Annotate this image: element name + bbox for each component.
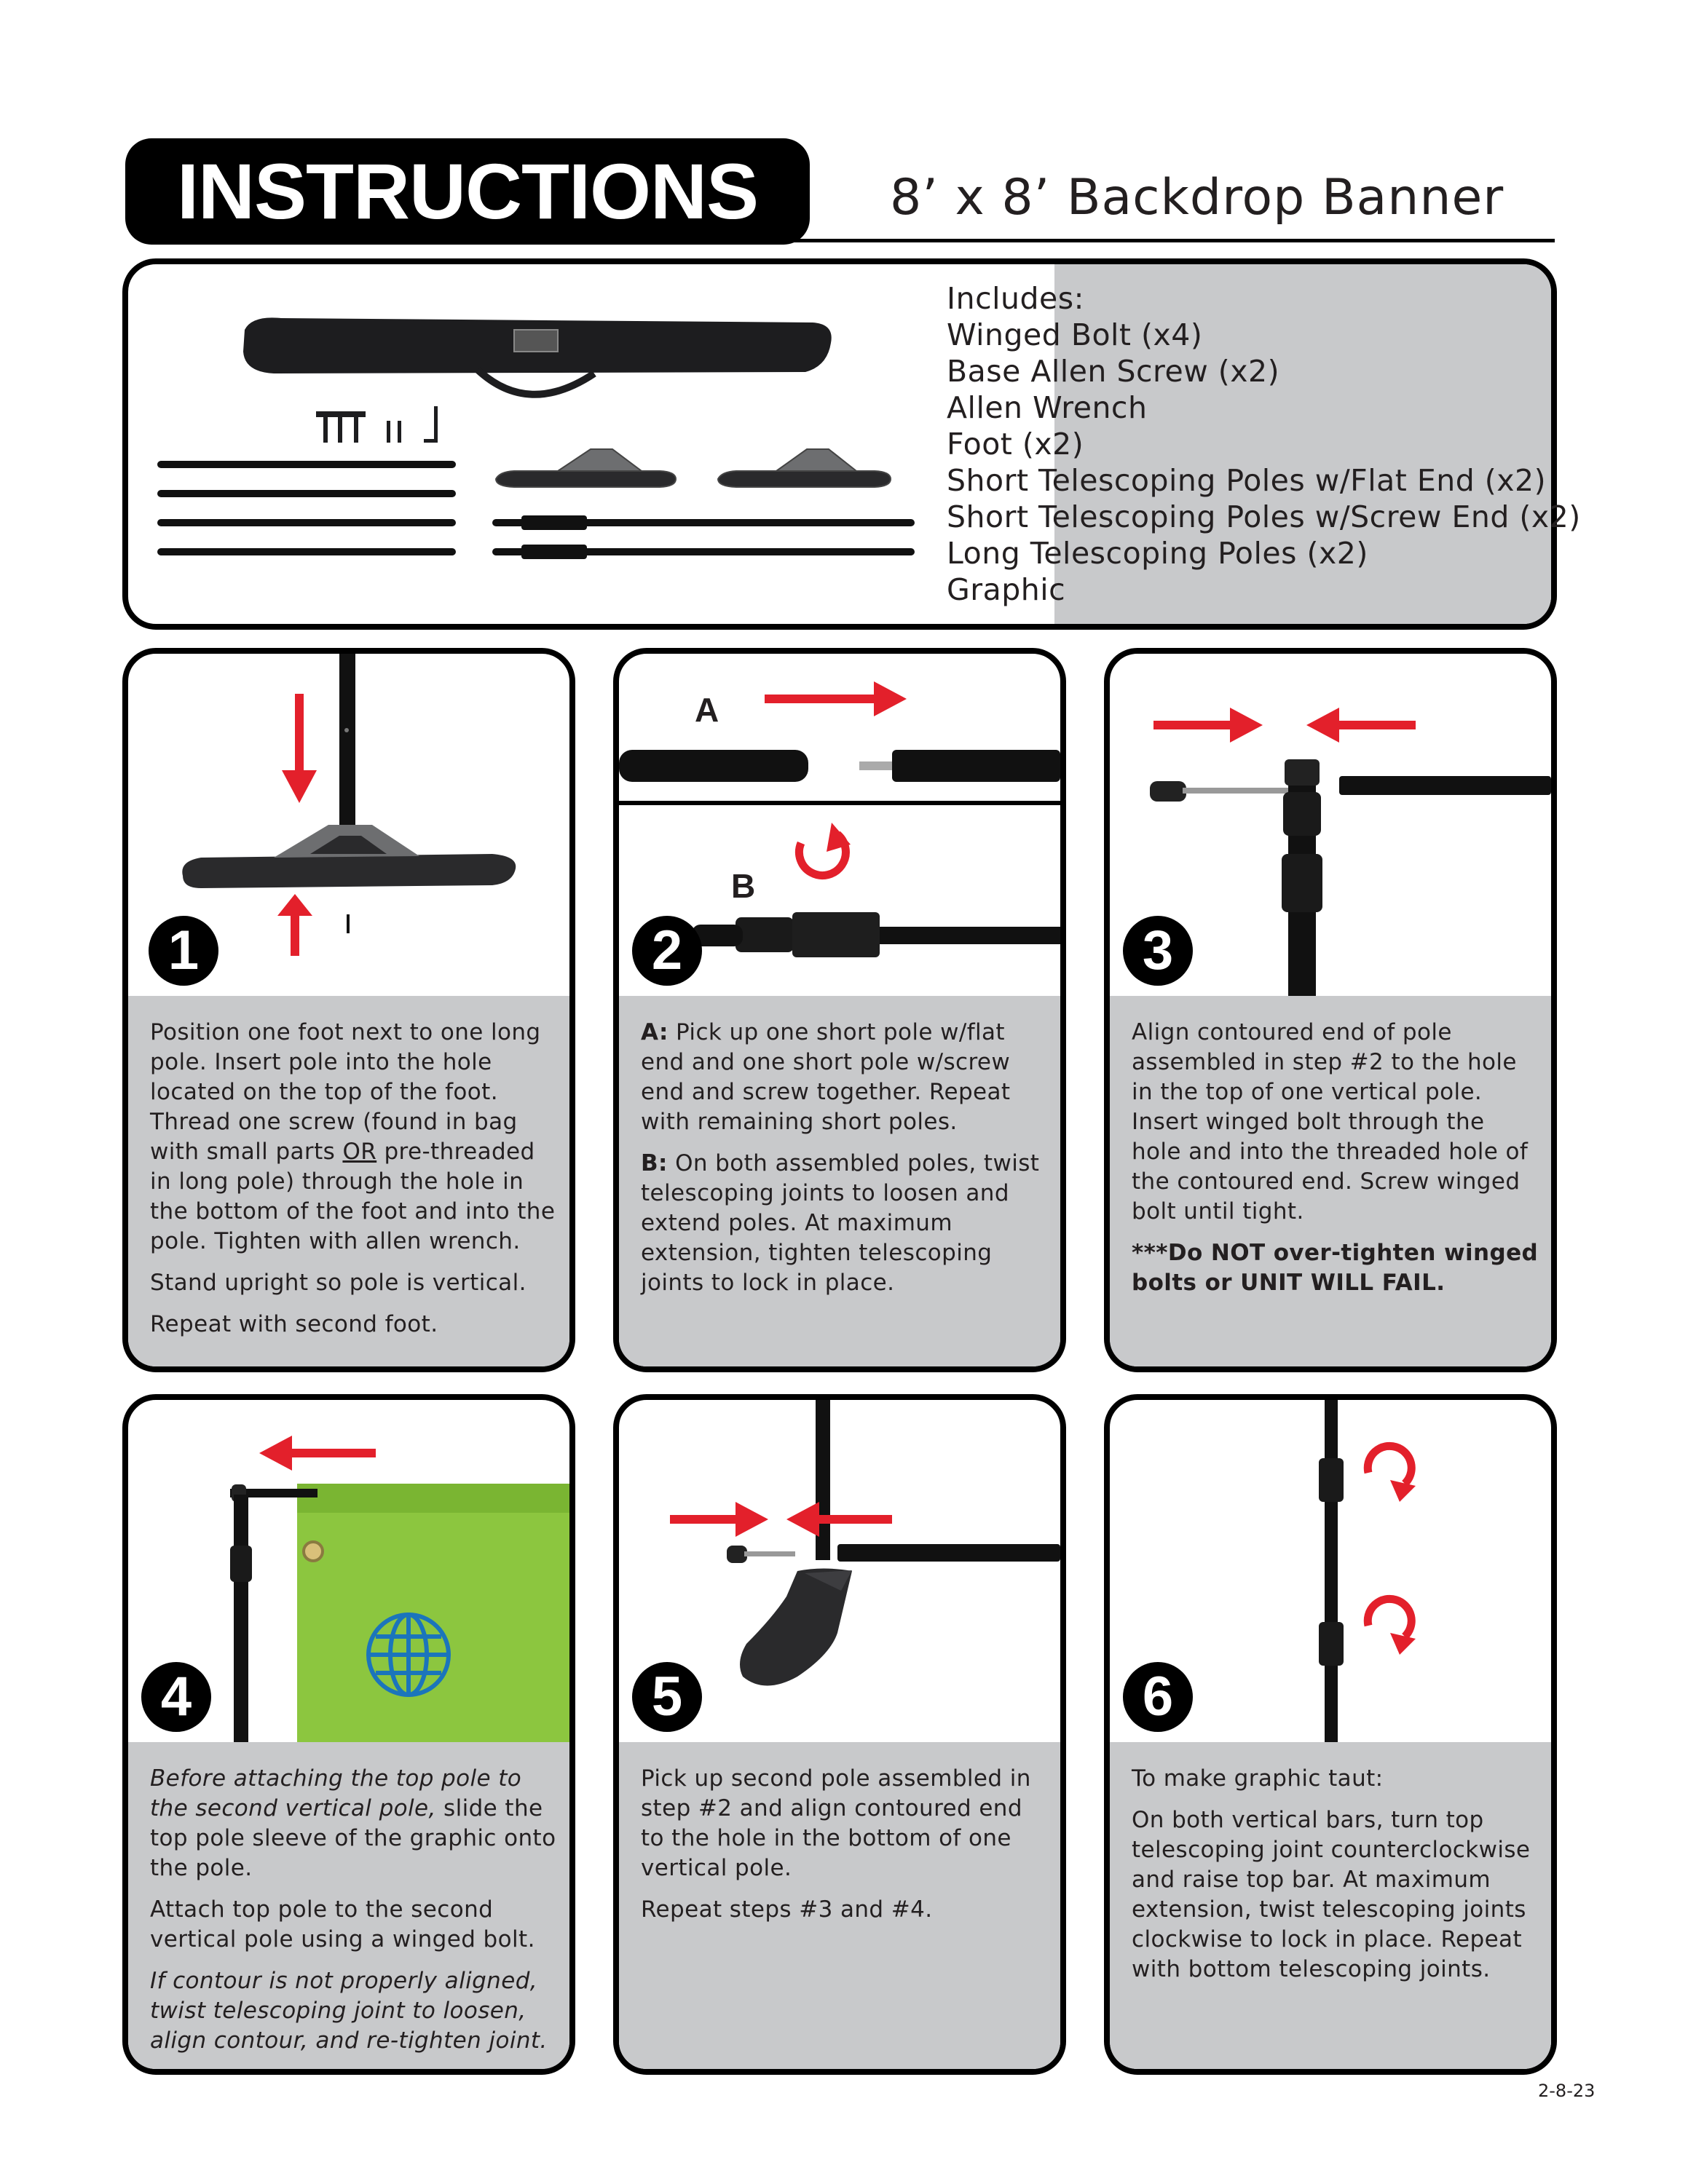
step-2-label-a: A xyxy=(695,691,719,729)
page-title: INSTRUCTIONS xyxy=(177,147,759,235)
step-3-illustration xyxy=(1150,708,1551,996)
includes-item: Long Telescoping Poles (x2) xyxy=(947,536,1368,571)
step-5-paragraph: Pick up second pole assembled in step #2… xyxy=(641,1765,1031,1881)
step-3-warning: ***Do NOT over-tighten winged bolts or U… xyxy=(1132,1240,1539,1296)
rotate-clockwise-icon xyxy=(827,823,851,852)
step-2-label-b: B xyxy=(731,867,756,905)
includes-item: Graphic xyxy=(947,572,1066,607)
step-6-paragraph: On both vertical bars, turn top telescop… xyxy=(1132,1807,1531,1982)
step-3-paragraph: Align contoured end of pole assembled in… xyxy=(1132,1019,1529,1224)
step-1-paragraph: Position one foot next to one long pole.… xyxy=(150,1019,541,1165)
footer-date: 2-8-23 xyxy=(1538,2081,1596,2101)
includes-item: Short Telescoping Poles w/Screw End (x2) xyxy=(947,499,1581,534)
rotate-clockwise-icon xyxy=(1363,1441,1416,1487)
step-1-paragraph-cont: pre-threaded in long pole) through the h… xyxy=(150,1139,556,1254)
step-number: 2 xyxy=(632,916,702,986)
header-rule xyxy=(786,239,1555,242)
step-number: 5 xyxy=(632,1662,702,1732)
step-3-panel: 3 Align contoured end of pole assembled … xyxy=(1104,648,1557,1372)
step-4-italic: If contour is not properly aligned, twis… xyxy=(150,1968,548,2054)
includes-item: Allen Wrench xyxy=(947,390,1148,425)
arrow-icon xyxy=(1306,708,1416,743)
step-2-paragraph: On both assembled poles, twist telescopi… xyxy=(641,1150,1040,1296)
includes-background xyxy=(1054,264,1551,624)
arrow-icon xyxy=(670,1502,768,1537)
step-4-illustration xyxy=(230,1436,569,1742)
step-5-text-background xyxy=(619,1742,1060,2069)
step-1-text-background xyxy=(128,996,569,1366)
arrow-icon xyxy=(282,694,317,803)
step-2-text-background xyxy=(619,996,1060,1366)
includes-item: Foot (x2) xyxy=(947,427,1084,462)
step-6-text: To make graphic taut: On both vertical b… xyxy=(1132,1764,1539,1996)
step-number: 3 xyxy=(1123,916,1193,986)
includes-item: Base Allen Screw (x2) xyxy=(947,354,1280,389)
step-number: 1 xyxy=(149,916,218,986)
title-banner xyxy=(125,138,810,245)
rotate-clockwise-icon xyxy=(1390,1480,1416,1502)
rotate-clockwise-icon xyxy=(1363,1594,1416,1639)
step-4-panel: 4 Before attaching the top pole to the s… xyxy=(122,1394,575,2075)
step-2-b-label: B: xyxy=(641,1150,668,1176)
includes-panel xyxy=(122,258,1557,630)
includes-item: Short Telescoping Poles w/Flat End (x2) xyxy=(947,463,1547,498)
step-4-paragraph: slide the top pole sleeve of the graphic… xyxy=(150,1795,556,1881)
step-6-text-background xyxy=(1110,1742,1551,2069)
step-5-illustration xyxy=(670,1400,1060,1686)
step-1-illustration xyxy=(182,654,516,956)
includes-heading: Includes: xyxy=(947,281,1084,316)
arrow-icon xyxy=(1153,708,1263,743)
step-2-paragraph: Pick up one short pole w/flat end and on… xyxy=(641,1019,1011,1135)
step-6-paragraph: To make graphic taut: xyxy=(1132,1765,1384,1792)
page-subtitle: 8’ x 8’ Backdrop Banner xyxy=(890,169,1504,226)
includes-list: Includes: Winged Bolt (x4) Base Allen Sc… xyxy=(947,280,1581,608)
parts-illustration xyxy=(157,317,915,559)
arrow-icon xyxy=(765,681,907,716)
step-1-or: OR xyxy=(342,1139,377,1165)
step-number: 6 xyxy=(1123,1662,1193,1732)
rotate-clockwise-icon xyxy=(794,831,850,879)
step-1-paragraph: Stand upright so pole is vertical. xyxy=(150,1270,526,1296)
step-3-text-background xyxy=(1110,996,1551,1366)
step-5-paragraph: Repeat steps #3 and #4. xyxy=(641,1896,933,1923)
step-4-italic: Before attaching the top pole to the sec… xyxy=(150,1765,522,1821)
step-5-panel: 5 Pick up second pole assembled in step … xyxy=(613,1394,1066,2075)
step-2-a-label: A: xyxy=(641,1019,669,1045)
step-6-panel: 6 To make graphic taut: On both vertical… xyxy=(1104,1394,1557,2075)
rotate-clockwise-icon xyxy=(1390,1633,1416,1655)
arrow-icon xyxy=(786,1502,892,1537)
step-2-text: A: Pick up one short pole w/flat end and… xyxy=(641,1018,1049,1310)
step-2-illustration xyxy=(619,681,1060,957)
step-4-text: Before attaching the top pole to the sec… xyxy=(150,1764,558,2068)
includes-item: Winged Bolt (x4) xyxy=(947,317,1203,352)
globe-icon xyxy=(366,1613,451,1697)
step-3-text: Align contoured end of pole assembled in… xyxy=(1132,1018,1539,1310)
step-1-panel: 1 Position one foot next to one long pol… xyxy=(122,648,575,1372)
step-4-text-background xyxy=(128,1742,569,2069)
step-1-text: Position one foot next to one long pole.… xyxy=(150,1018,558,1351)
arrow-icon xyxy=(277,894,312,956)
step-6-illustration xyxy=(1319,1400,1416,1742)
step-5-text: Pick up second pole assembled in step #2… xyxy=(641,1764,1049,1936)
arrow-icon xyxy=(259,1436,376,1471)
step-2-panel: A B 2 A: Pick up one short pole w/flat e… xyxy=(613,648,1066,1372)
step-number: 4 xyxy=(141,1662,211,1732)
step-1-paragraph: Repeat with second foot. xyxy=(150,1311,438,1337)
step-4-paragraph: Attach top pole to the second vertical p… xyxy=(150,1896,535,1952)
